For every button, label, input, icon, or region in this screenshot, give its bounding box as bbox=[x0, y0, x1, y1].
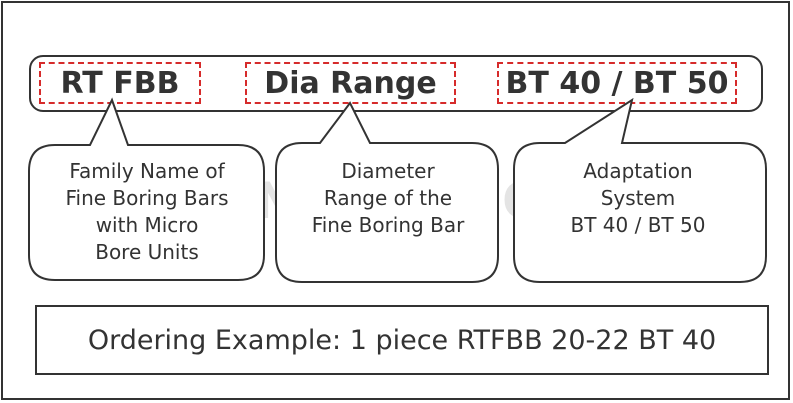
callout-bubble-adaptation bbox=[513, 97, 767, 283]
callout-text-dia-range: Diameter Range of the Fine Boring Bar bbox=[311, 159, 465, 237]
code-segment-dia-range: Dia Range bbox=[245, 62, 456, 104]
callout-text-adaptation: Adaptation System BT 40 / BT 50 bbox=[570, 159, 706, 237]
code-segment-family: RT FBB bbox=[39, 62, 201, 104]
callout-text-family: Family Name of Fine Boring Bars with Mic… bbox=[65, 159, 229, 264]
code-segment-adaptation: BT 40 / BT 50 bbox=[497, 62, 737, 104]
callout-bubble-dia-range bbox=[275, 101, 499, 283]
ordering-example: Ordering Example: 1 piece RTFBB 20-22 BT… bbox=[35, 305, 769, 375]
callout-bubble-family bbox=[28, 97, 265, 281]
